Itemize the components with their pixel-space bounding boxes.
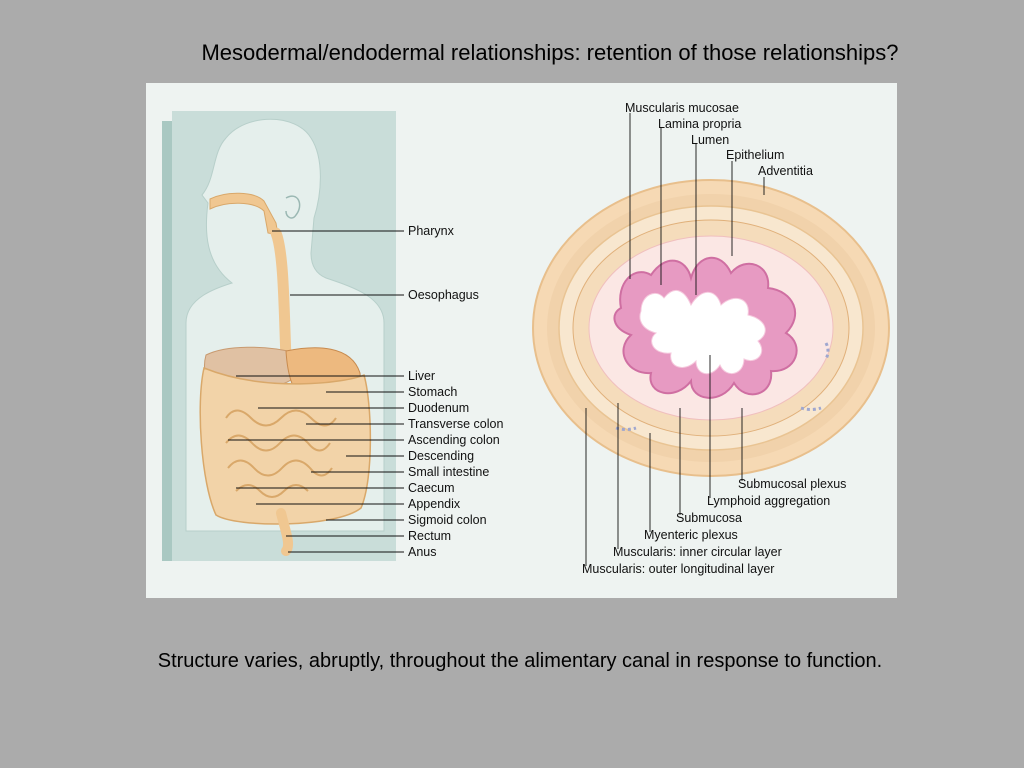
label-adventitia: Adventitia <box>758 164 813 178</box>
label-rectum: Rectum <box>408 529 451 543</box>
label-small-intestine: Small intestine <box>408 465 489 479</box>
label-lymphoid-aggregation: Lymphoid aggregation <box>707 494 830 508</box>
label-transverse-colon: Transverse colon <box>408 417 503 431</box>
label-lumen: Lumen <box>691 133 729 147</box>
label-anus: Anus <box>408 545 437 559</box>
anatomy-figure: Pharynx Oesophagus Liver Stomach Duodenu… <box>146 83 897 598</box>
label-duodenum: Duodenum <box>408 401 469 415</box>
label-muscularis-mucosae: Muscularis mucosae <box>625 101 739 115</box>
label-pharynx: Pharynx <box>408 224 455 238</box>
digestive-tract <box>199 192 372 556</box>
label-descending: Descending <box>408 449 474 463</box>
label-oesophagus: Oesophagus <box>408 288 479 302</box>
slide-title: Mesodermal/endodermal relationships: ret… <box>201 40 899 65</box>
label-submucosal-plexus: Submucosal plexus <box>738 477 846 491</box>
cross-section-top-labels: Muscularis mucosae Lamina propria Lumen … <box>625 101 813 178</box>
label-sigmoid-colon: Sigmoid colon <box>408 513 487 527</box>
label-lamina-propria: Lamina propria <box>658 117 741 131</box>
cross-section-bottom-labels: Submucosal plexus Lymphoid aggregation S… <box>582 477 846 576</box>
label-muscularis-inner-circular: Muscularis: inner circular layer <box>613 545 782 559</box>
slide-caption: Structure varies, abruptly, throughout t… <box>157 650 883 672</box>
label-submucosa: Submucosa <box>676 511 742 525</box>
label-muscularis-outer-longitudinal: Muscularis: outer longitudinal layer <box>582 562 774 576</box>
label-stomach: Stomach <box>408 385 457 399</box>
label-liver: Liver <box>408 369 435 383</box>
cross-section-leader-lines <box>585 113 765 566</box>
label-epithelium: Epithelium <box>726 148 784 162</box>
label-myenteric-plexus: Myenteric plexus <box>644 528 738 542</box>
anatomy-figure-svg: Pharynx Oesophagus Liver Stomach Duodenu… <box>162 101 890 576</box>
gut-cross-section <box>532 179 890 477</box>
label-appendix: Appendix <box>408 497 461 511</box>
digestive-labels: Pharynx Oesophagus Liver Stomach Duodenu… <box>408 224 503 559</box>
digestive-leader-lines <box>228 230 404 553</box>
label-caecum: Caecum <box>408 481 455 495</box>
label-ascending-colon: Ascending colon <box>408 433 500 447</box>
